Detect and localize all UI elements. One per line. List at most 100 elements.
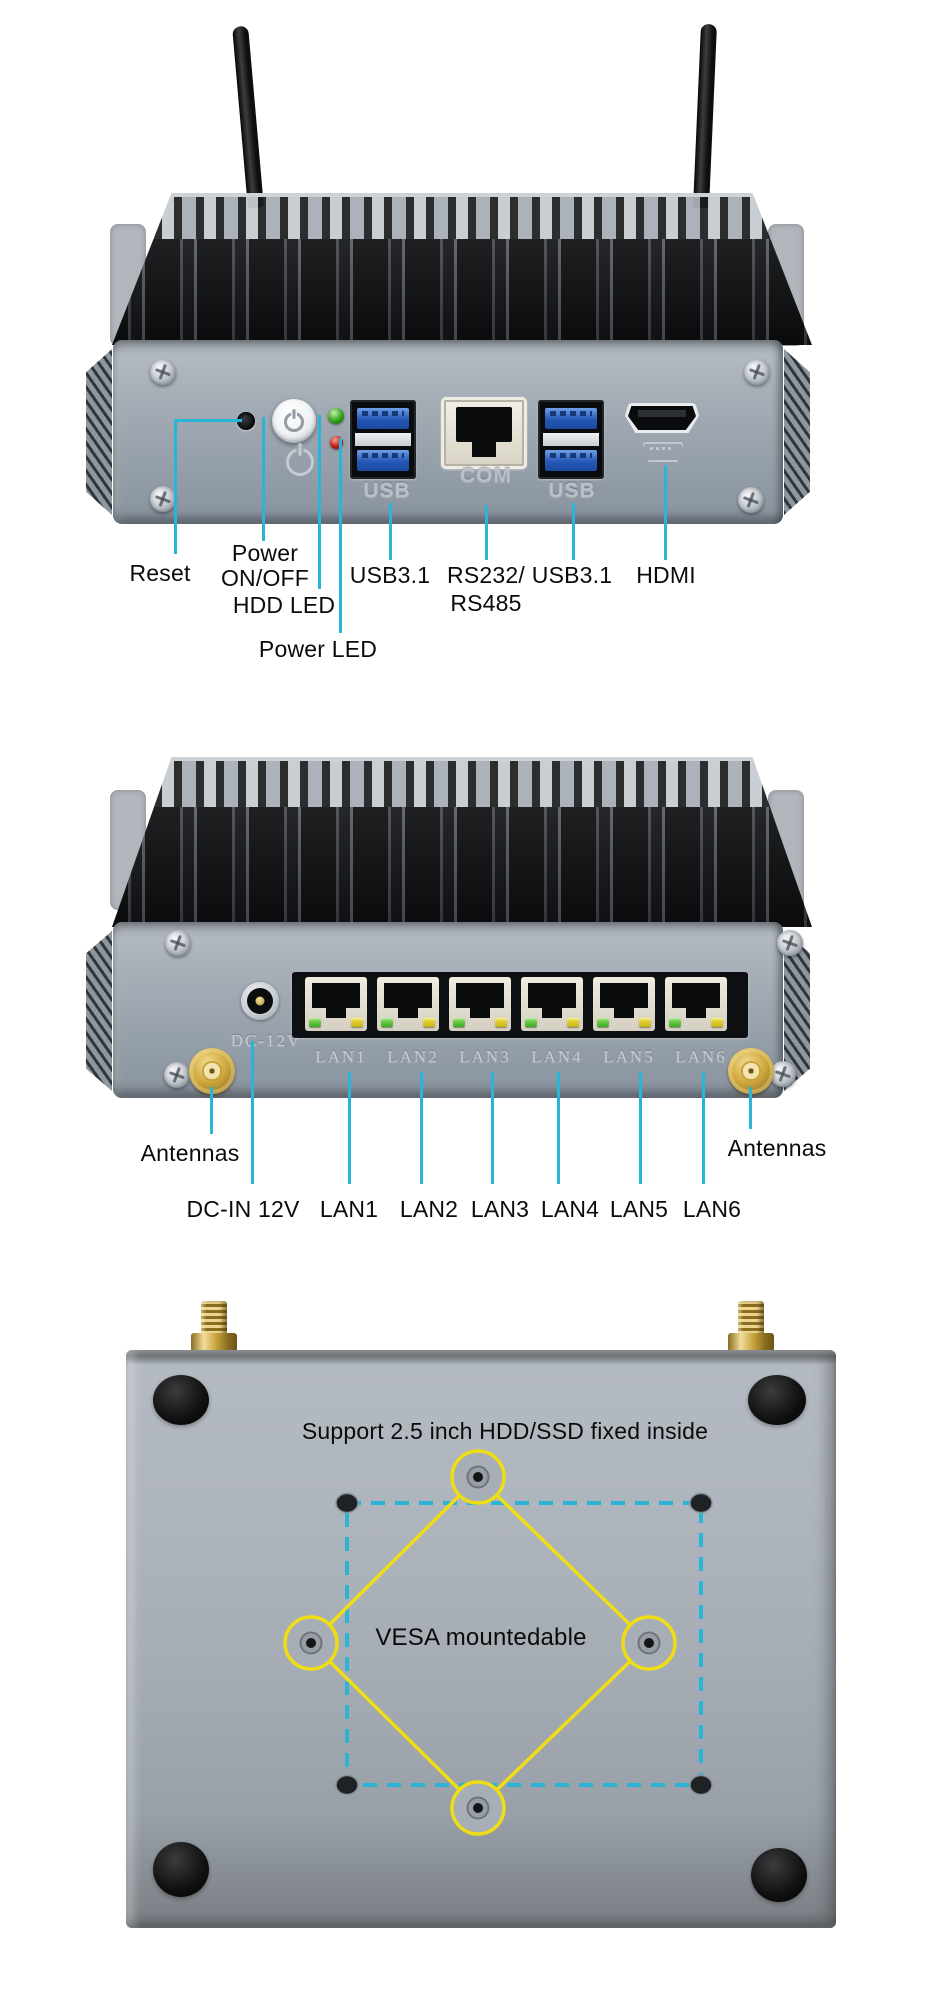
label-antennas-left: Antennas (140, 1140, 240, 1166)
callout-line-antenna-right (749, 1087, 752, 1129)
callout-line-lan3 (491, 1072, 494, 1184)
label-serial: RS485 (450, 590, 522, 616)
callout-line-lan2 (420, 1072, 423, 1184)
heatsink-top-fins (112, 757, 812, 807)
antenna-connector-thread-right (738, 1301, 764, 1337)
lan-link-led (711, 1018, 723, 1027)
vesa-screw-holes (299, 1465, 661, 1820)
usb-engraving-left: USB (363, 479, 411, 502)
callout-line-lan6 (702, 1072, 705, 1184)
lan-link-led (423, 1018, 435, 1027)
label-storage-note: Support 2.5 inch HDD/SSD fixed inside (301, 1418, 709, 1444)
panel-screw (777, 930, 803, 956)
heatsink-front-fins (112, 239, 812, 345)
panel-screw (738, 487, 764, 513)
label-lan3: LAN3 (470, 1196, 530, 1222)
label-power-onoff: ON/OFF (220, 565, 310, 591)
side-vent-left (86, 349, 112, 515)
antenna-connector-nut-left (191, 1333, 237, 1352)
callout-line-usb-left (389, 503, 392, 560)
usb-ports-left (350, 400, 416, 479)
label-hdmi: HDMI (636, 562, 696, 588)
label-usb31-left: USB3.1 (349, 562, 431, 588)
panel-screw (165, 930, 191, 956)
heatsink-front (112, 193, 812, 345)
hdd-mount-dashed-outline (345, 1501, 703, 1787)
lan-port-4 (521, 977, 583, 1031)
heatsink-rear-fins (112, 807, 812, 927)
usb-engraving-right: USB (548, 479, 596, 502)
label-antennas-right: Antennas (727, 1135, 827, 1161)
label-lan1: LAN1 (319, 1196, 379, 1222)
callout-line-lan4 (557, 1072, 560, 1184)
callout-line-power-led (339, 438, 342, 633)
rubber-foot (153, 1842, 209, 1897)
lan-activity-led (309, 1018, 321, 1027)
hdd-led (328, 408, 344, 424)
com-port (441, 397, 527, 469)
lan-activity-led (381, 1018, 393, 1027)
usb-port-divider (543, 433, 599, 446)
callout-line-reset (174, 419, 177, 554)
callout-line-hdd-led (318, 415, 321, 589)
antenna-connector-thread-left (201, 1301, 227, 1337)
dc12v-engraving: DC-12V (230, 1031, 302, 1050)
lan-port-6 (665, 977, 727, 1031)
callout-line-lan1 (348, 1072, 351, 1184)
power-icon (284, 409, 304, 432)
usb-port-divider (355, 433, 411, 446)
lan4-engraving: LAN4 (531, 1047, 583, 1066)
callout-line-com (485, 505, 488, 560)
lan-link-led (639, 1018, 651, 1027)
antenna-connector-right (728, 1048, 774, 1094)
label-dc-in-12v: DC-IN 12V (186, 1196, 300, 1222)
label-usb31-right: USB3.1 (531, 562, 613, 588)
lan-activity-led (525, 1018, 537, 1027)
heatsink-top-fins (112, 193, 812, 239)
lan-port-2 (377, 977, 439, 1031)
reset-pinhole (237, 412, 255, 430)
callout-line-reset (174, 419, 242, 422)
usb-ports-right (538, 400, 604, 479)
lan-link-led (351, 1018, 363, 1027)
rubber-foot (748, 1375, 806, 1425)
lan-link-led (567, 1018, 579, 1027)
mount-hole (689, 1492, 713, 1514)
hdmi-port (625, 403, 699, 433)
lan5-engraving: LAN5 (603, 1047, 655, 1066)
lan-port-5 (593, 977, 655, 1031)
callout-line-power-button (262, 417, 265, 541)
label-lan2: LAN2 (399, 1196, 459, 1222)
label-lan5: LAN5 (609, 1196, 669, 1222)
mount-hole (335, 1774, 359, 1796)
power-symbol-engraving (285, 443, 315, 477)
panel-screw (150, 359, 176, 385)
panel-screw (150, 486, 176, 512)
lan1-engraving: LAN1 (315, 1047, 367, 1066)
label-serial: RS232/ (447, 562, 525, 588)
heatsink-rear (112, 757, 812, 927)
usb-port (545, 408, 597, 429)
power-button (272, 399, 316, 443)
lan-activity-led (597, 1018, 609, 1027)
usb-port (357, 450, 409, 471)
label-lan6: LAN6 (682, 1196, 742, 1222)
label-reset: Reset (129, 560, 191, 586)
callout-line-dc-in (251, 1041, 254, 1184)
com-engraving: COM (460, 464, 512, 487)
callout-line-lan5 (639, 1072, 642, 1184)
lan-link-led (495, 1018, 507, 1027)
lan2-engraving: LAN2 (387, 1047, 439, 1066)
lan-port-1 (305, 977, 367, 1031)
label-hdd-led: HDD LED (232, 592, 336, 618)
label-vesa-note: VESA mountedable (375, 1624, 587, 1651)
callout-line-antenna-left (210, 1087, 213, 1134)
mount-hole (689, 1774, 713, 1796)
lan-activity-led (453, 1018, 465, 1027)
label-lan4: LAN4 (540, 1196, 600, 1222)
side-vent-right (784, 349, 810, 515)
